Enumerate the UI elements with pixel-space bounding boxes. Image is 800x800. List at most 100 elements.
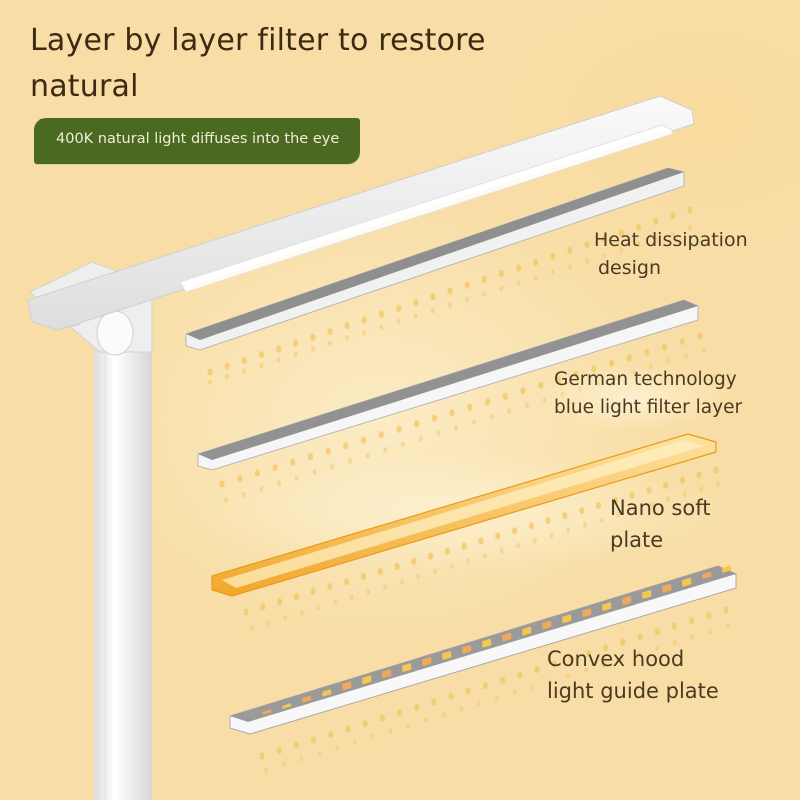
light-dot (366, 589, 371, 595)
led-chip (382, 669, 392, 675)
light-dot (461, 542, 467, 550)
light-dot (516, 264, 522, 272)
light-dot (584, 241, 590, 249)
light-dot (396, 709, 403, 717)
label-light-guide-plate-line-2: light guide plate (547, 679, 719, 703)
light-dot (688, 225, 692, 231)
light-dot (568, 655, 574, 663)
light-dot (299, 609, 304, 616)
light-dot (344, 578, 350, 586)
light-dot (511, 527, 518, 535)
light-dot (241, 491, 246, 498)
light-dot (579, 507, 585, 515)
light-dot (447, 287, 453, 295)
light-dot (310, 333, 316, 341)
light-dot (290, 458, 296, 466)
light-dot (430, 293, 436, 301)
light-dot (283, 614, 288, 621)
light-dot (347, 458, 352, 464)
led-strip (262, 565, 732, 715)
light-dot (378, 431, 384, 439)
light-dot (293, 339, 299, 347)
light-dot (585, 649, 592, 657)
light-dot (549, 532, 554, 539)
light-dot (241, 356, 247, 364)
label-heat-dissipation: Heat dissipation design (594, 226, 748, 282)
light-dot (349, 594, 354, 600)
light-dot (464, 281, 470, 289)
light-dot (679, 476, 686, 484)
light-dot (654, 628, 660, 636)
light-dot (566, 673, 571, 679)
light-dot (272, 464, 278, 472)
light-dot (207, 368, 213, 376)
led-chip (482, 638, 492, 645)
light-dot (483, 553, 487, 559)
light-dot (430, 307, 435, 314)
light-dot (534, 665, 540, 674)
light-dot (629, 491, 635, 499)
light-dot (672, 639, 677, 646)
light-dot (582, 522, 587, 528)
light-dot (595, 501, 602, 510)
light-dot (726, 623, 730, 629)
light-dot (454, 425, 459, 431)
light-info-badge: 400K natural light diffuses into the eye (34, 118, 360, 164)
light-dot (684, 352, 689, 359)
light-dot (423, 717, 428, 723)
led-chip (501, 632, 512, 639)
light-dot (671, 622, 678, 630)
light-dot (388, 728, 393, 734)
light-dot (619, 247, 624, 253)
layer-blue-light-filter (197, 299, 699, 471)
label-heat-dissipation-line-2: design (598, 257, 662, 279)
light-dot (264, 767, 268, 773)
light-dot (327, 583, 333, 591)
light-dot (566, 527, 571, 534)
light-dot (448, 692, 454, 701)
light-dot (394, 562, 400, 571)
light-dot (666, 496, 671, 503)
light-dot (433, 568, 438, 575)
light-dot (550, 252, 556, 260)
light-dot (616, 512, 621, 518)
light-dot (723, 606, 729, 614)
light-dot (548, 678, 553, 685)
led-chip (282, 703, 292, 709)
light-dot (250, 625, 254, 631)
light-dot (626, 354, 632, 362)
label-light-guide-plate: Convex hood light guide plate (547, 643, 719, 707)
light-dot (316, 604, 321, 611)
led-chip (302, 695, 312, 701)
light-dot (277, 480, 282, 487)
label-heat-dissipation-line-1: Heat dissipation (594, 229, 748, 251)
light-dot (310, 588, 316, 596)
light-dot (328, 730, 334, 739)
light-dot (281, 761, 286, 768)
label-nano-soft-plate-line-1: Nano soft (610, 496, 711, 520)
light-info-badge-text: 400K natural light diffuses into the eye (56, 131, 340, 147)
light-dot (383, 447, 388, 453)
light-dot (406, 722, 411, 729)
light-dot (697, 332, 703, 340)
light-dot (502, 392, 508, 400)
light-dot (345, 725, 351, 733)
light-dot (517, 671, 523, 679)
light-dot (495, 695, 499, 701)
label-light-guide-plate-line-1: Convex hood (547, 647, 685, 671)
light-dot (396, 318, 401, 325)
light-dot (379, 714, 385, 722)
led-chip (701, 571, 712, 578)
light-dot (551, 660, 557, 668)
light-dot (370, 734, 375, 740)
led-chip (522, 626, 532, 632)
light-dot (601, 235, 607, 243)
led-chip (722, 565, 732, 571)
light-dot (533, 274, 538, 281)
light-dot (431, 414, 437, 422)
light-dot (325, 447, 331, 455)
light-dot (512, 689, 517, 696)
light-dot (416, 573, 421, 580)
led-chip (401, 663, 412, 669)
